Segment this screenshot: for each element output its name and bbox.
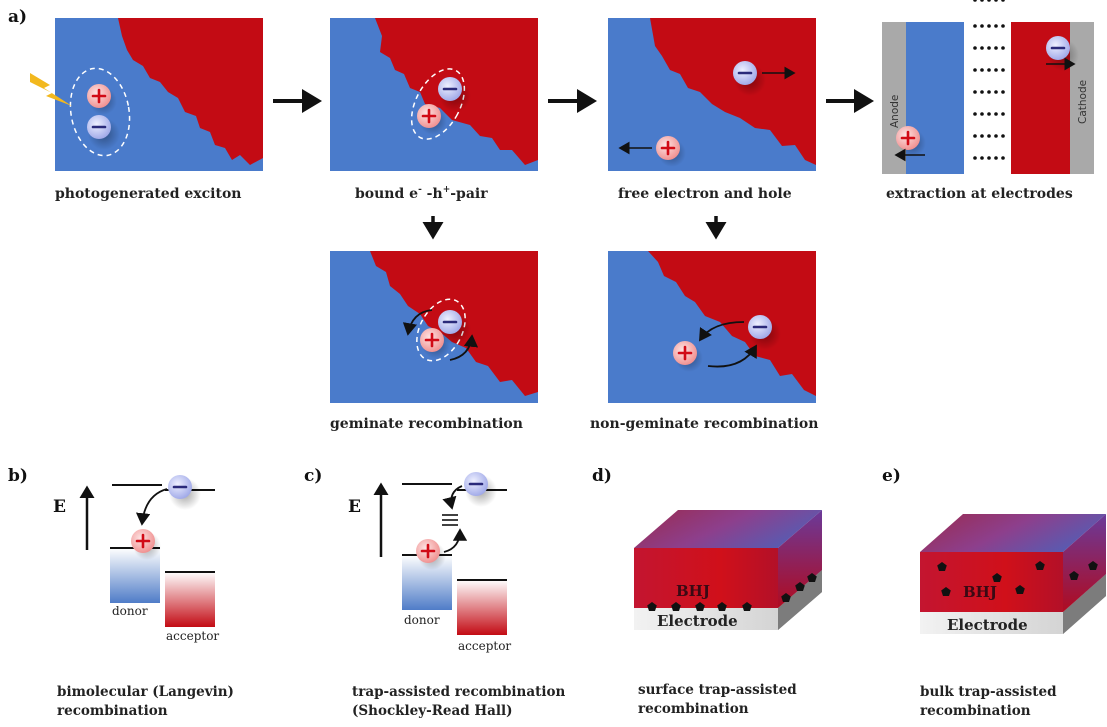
svg-text:Electrode: Electrode: [657, 612, 738, 630]
morphology-box-geminate: [330, 251, 538, 403]
caption-srh-line1: trap-assisted recombination: [352, 684, 565, 700]
cathode-label: Cathode: [1077, 80, 1089, 124]
svg-text:BHJ: BHJ: [676, 582, 710, 600]
caption-bulk-line2: recombination: [920, 703, 1031, 719]
caption-non-geminate: non-geminate recombination: [590, 416, 818, 432]
morphology-box-free-carriers: [608, 18, 816, 171]
morphology-box-bound-pair: [330, 18, 538, 171]
device-surface-traps: BHJ Electrode: [634, 510, 822, 630]
caption-surface-line1: surface trap-assisted: [638, 682, 797, 698]
caption-photogenerated-exciton: photogenerated exciton: [55, 186, 241, 202]
anode-label: Anode: [889, 95, 901, 128]
svg-text:E: E: [53, 497, 66, 517]
caption-bound-pair: bound e- -h+-pair: [355, 185, 488, 202]
caption-surface-line2: recombination: [638, 701, 749, 717]
caption-langevin-line1: bimolecular (Langevin): [57, 684, 234, 700]
energy-diagram-srh: E donor acceptor: [348, 470, 511, 653]
panel-label-a: a): [8, 7, 27, 27]
light-bolt-icon: [30, 73, 72, 106]
panel-label-b: b): [8, 466, 28, 486]
svg-text:acceptor: acceptor: [458, 639, 511, 653]
svg-text:acceptor: acceptor: [166, 629, 219, 643]
caption-bulk-line1: bulk trap-assisted: [920, 684, 1057, 700]
svg-text:Electrode: Electrode: [947, 616, 1028, 634]
morphology-box-exciton: [30, 18, 263, 171]
svg-text:E: E: [348, 497, 361, 517]
energy-diagram-langevin: E donor acceptor: [53, 473, 219, 643]
svg-text:BHJ: BHJ: [963, 583, 997, 601]
caption-free-electron-hole: free electron and hole: [618, 186, 792, 202]
morphology-box-non-geminate: [608, 251, 816, 403]
panel-label-c: c): [304, 466, 322, 486]
panel-label-e: e): [882, 466, 901, 486]
caption-geminate: geminate recombination: [330, 416, 523, 432]
svg-text:donor: donor: [404, 613, 440, 627]
device-extraction-diagram: Anode Cathode: [882, 0, 1094, 174]
caption-langevin-line2: recombination: [57, 703, 168, 719]
svg-text:donor: donor: [112, 604, 148, 618]
caption-extraction: extraction at electrodes: [886, 186, 1073, 202]
device-bulk-traps: BHJ Electrode: [920, 514, 1106, 634]
caption-srh-line2: (Shockley-Read Hall): [352, 703, 513, 719]
panel-label-d: d): [592, 466, 612, 486]
